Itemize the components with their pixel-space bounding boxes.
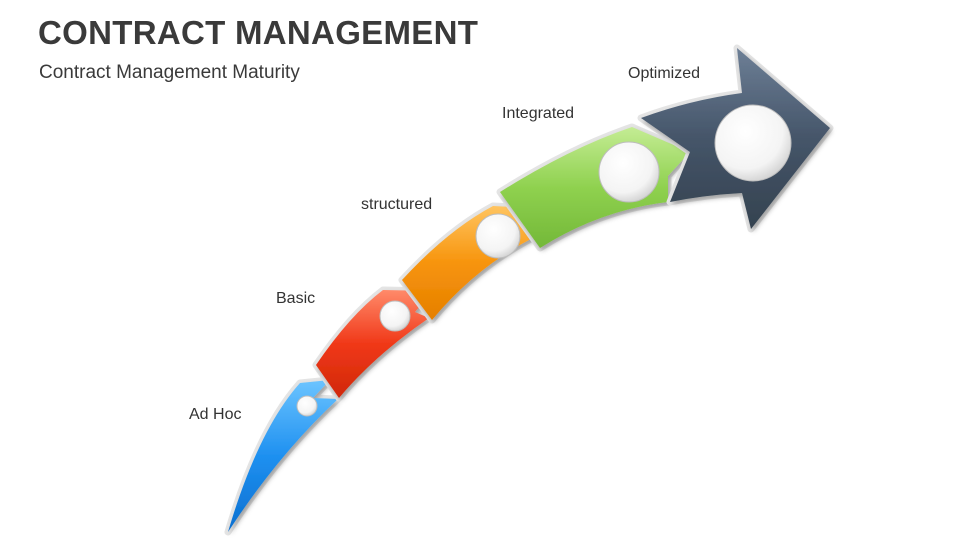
stage-circle-basic <box>380 301 410 331</box>
stage-circle-ad-hoc <box>297 396 317 416</box>
stage-label-ad-hoc: Ad Hoc <box>189 406 241 424</box>
stage-circle-optimized <box>715 105 791 181</box>
stage-label-integrated: Integrated <box>502 105 574 123</box>
stage-label-optimized: Optimized <box>628 65 700 83</box>
stage-segment-basic <box>316 290 433 398</box>
stage-segment-integrated <box>500 127 690 248</box>
stage-circle-integrated <box>599 142 659 202</box>
stage-segment-ad-hoc <box>228 380 338 532</box>
stage-label-structured: structured <box>361 196 432 214</box>
stage-circle-structured <box>476 214 520 258</box>
stage-label-basic: Basic <box>276 290 315 308</box>
